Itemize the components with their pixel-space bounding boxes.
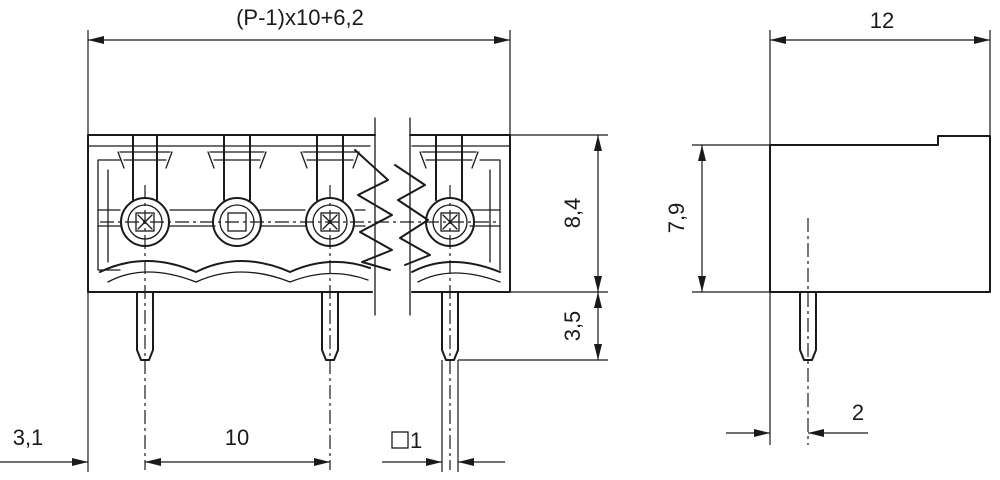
zigzag-break-left — [354, 149, 393, 271]
square-symbol — [391, 431, 409, 449]
dimension-total-width: (P-1)x10+6,2 — [87, 5, 511, 135]
pitch-label: 10 — [225, 425, 249, 450]
edge-offset-label: 3,1 — [13, 425, 44, 450]
side-view — [769, 135, 991, 445]
pin-3 — [321, 291, 339, 361]
dimension-body-height: 8,4 — [510, 134, 608, 293]
inner-frame-right — [479, 159, 501, 271]
clamp-1 — [117, 134, 173, 201]
scallop-bottom-inner — [107, 271, 501, 283]
pin-square-label: 1 — [410, 428, 422, 453]
pin-1 — [136, 291, 154, 361]
total-width-label: (P-1)x10+6,2 — [236, 5, 364, 30]
side-height-label: 7,9 — [664, 203, 689, 234]
dimension-depth: 12 — [769, 8, 991, 145]
dimension-side-height: 7,9 — [664, 144, 770, 293]
dimension-pin-offset-side: 2 — [726, 292, 868, 445]
dimension-pin-square: 1 — [382, 360, 505, 472]
front-view — [87, 117, 511, 470]
dimension-pitch: 10 — [145, 425, 330, 466]
side-body-outline — [769, 135, 991, 293]
dimension-pin-length: 3,5 — [458, 292, 608, 361]
clamp-2 — [207, 134, 267, 201]
clamp-4 — [419, 134, 479, 201]
pin-offset-side-label: 2 — [852, 400, 864, 425]
body-outline-right — [409, 134, 511, 293]
pin-4 — [441, 291, 459, 361]
zigzag-break-right — [394, 164, 431, 266]
pin-length-label: 3,5 — [560, 311, 585, 342]
side-pin — [799, 291, 817, 361]
dimension-edge-offset: 3,1 — [0, 292, 89, 472]
inner-frame-left — [97, 159, 121, 271]
clamp-3 — [300, 134, 360, 201]
depth-label: 12 — [870, 8, 894, 33]
body-height-label: 8,4 — [560, 198, 585, 229]
scallop-bottom — [99, 260, 501, 273]
